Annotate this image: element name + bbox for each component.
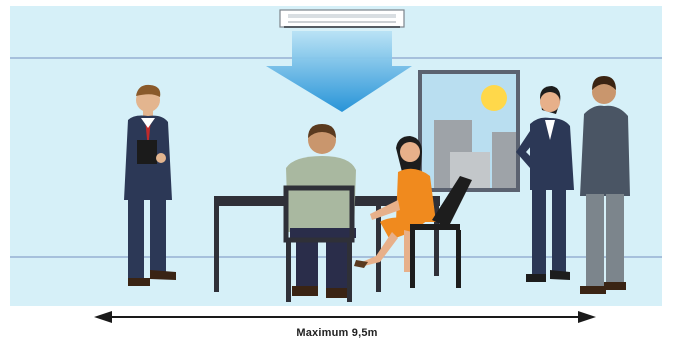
double-headed-arrow-icon xyxy=(94,311,596,323)
window-icon xyxy=(418,70,520,192)
dimension-label: Maximum 9,5m xyxy=(0,327,674,339)
air-conditioner-icon xyxy=(280,10,404,27)
